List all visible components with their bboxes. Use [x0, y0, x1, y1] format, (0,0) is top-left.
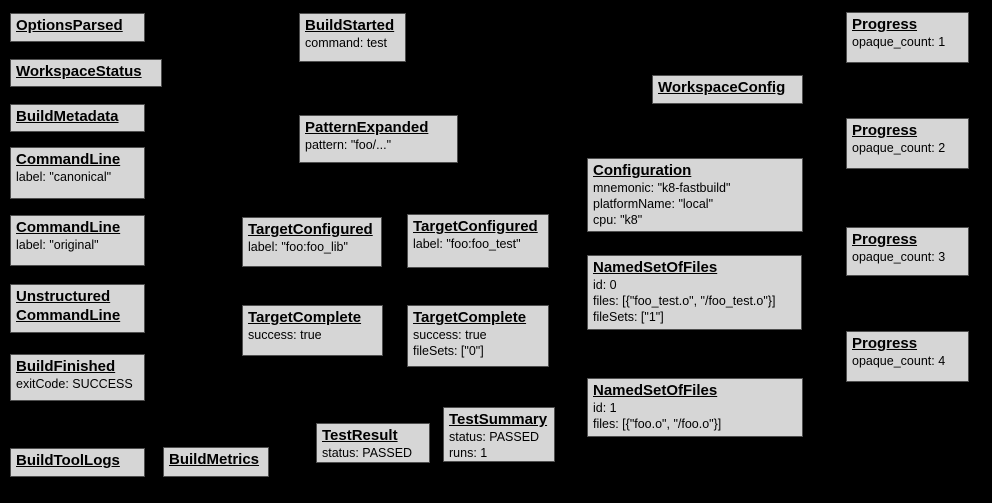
node-title: Progress — [852, 231, 918, 248]
node-attribute: label: "foo:foo_lib" — [248, 240, 348, 254]
node-test-result: TestResult status: PASSED — [316, 423, 430, 463]
node-title: Unstructured — [16, 288, 111, 305]
node-title: BuildMetadata — [16, 108, 119, 125]
node-title: OptionsParsed — [16, 17, 123, 34]
node-progress-4: Progress opaque_count: 4 — [846, 331, 969, 382]
node-title-line2: CommandLine — [16, 307, 121, 324]
node-title: BuildToolLogs — [16, 452, 120, 469]
node-attribute: status: PASSED — [322, 446, 413, 460]
node-title: Progress — [852, 16, 918, 33]
node-attribute: label: "original" — [16, 238, 99, 252]
node-build-metadata: BuildMetadata — [10, 104, 145, 132]
node-workspace-status: WorkspaceStatus — [10, 59, 162, 87]
node-title: WorkspaceConfig — [658, 79, 786, 96]
node-build-metrics: BuildMetrics — [163, 447, 269, 477]
node-title: TargetComplete — [248, 309, 362, 326]
node-target-complete-test: TargetComplete success: true fileSets: [… — [407, 305, 549, 367]
node-target-configured-foo-test: TargetConfigured label: "foo:foo_test" — [407, 214, 549, 268]
node-test-summary: TestSummary status: PASSED runs: 1 — [443, 407, 555, 462]
node-attribute: opaque_count: 3 — [852, 250, 946, 264]
node-title: Progress — [852, 335, 918, 352]
node-title: TargetConfigured — [248, 221, 373, 238]
node-title: NamedSetOfFiles — [593, 259, 718, 276]
node-attribute: pattern: "foo/..." — [305, 138, 392, 152]
node-title: PatternExpanded — [305, 119, 429, 136]
node-title: TargetConfigured — [413, 218, 538, 235]
node-configuration: Configuration mnemonic: "k8-fastbuild" p… — [587, 158, 803, 232]
node-attribute: cpu: "k8" — [593, 213, 643, 227]
node-attribute: status: PASSED — [449, 430, 540, 444]
node-attribute: id: 0 — [593, 278, 617, 292]
node-title: CommandLine — [16, 151, 121, 168]
node-title: TargetComplete — [413, 309, 527, 326]
node-progress-1: Progress opaque_count: 1 — [846, 12, 969, 63]
node-named-set-of-files-0: NamedSetOfFiles id: 0 files: [{"foo_test… — [587, 255, 802, 330]
node-title: WorkspaceStatus — [16, 63, 142, 80]
node-title: CommandLine — [16, 219, 121, 236]
node-progress-3: Progress opaque_count: 3 — [846, 227, 969, 276]
node-title: BuildStarted — [305, 17, 395, 34]
node-pattern-expanded: PatternExpanded pattern: "foo/..." — [299, 115, 458, 163]
node-attribute: success: true — [413, 328, 487, 342]
node-title: BuildFinished — [16, 358, 116, 375]
node-attribute: exitCode: SUCCESS — [16, 377, 133, 391]
node-attribute: fileSets: ["1"] — [593, 310, 664, 324]
node-named-set-of-files-1: NamedSetOfFiles id: 1 files: [{"foo.o", … — [587, 378, 803, 437]
node-attribute: label: "canonical" — [16, 170, 112, 184]
node-attribute: label: "foo:foo_test" — [413, 237, 521, 251]
node-unstructured-command-line: Unstructured CommandLine — [10, 284, 145, 333]
node-options-parsed: OptionsParsed — [10, 13, 145, 42]
node-attribute: id: 1 — [593, 401, 617, 415]
node-title: Progress — [852, 122, 918, 139]
node-build-finished: BuildFinished exitCode: SUCCESS — [10, 354, 145, 401]
node-target-complete-lib: TargetComplete success: true — [242, 305, 383, 356]
node-progress-2: Progress opaque_count: 2 — [846, 118, 969, 169]
node-attribute: files: [{"foo.o", "/foo.o"}] — [593, 417, 722, 431]
node-title: Configuration — [593, 162, 692, 179]
node-target-configured-foo-lib: TargetConfigured label: "foo:foo_lib" — [242, 217, 382, 267]
node-attribute: platformName: "local" — [593, 197, 714, 211]
node-title: TestSummary — [449, 411, 548, 428]
node-attribute: success: true — [248, 328, 322, 342]
node-attribute: files: [{"foo_test.o", "/foo_test.o"}] — [593, 294, 776, 308]
node-title: NamedSetOfFiles — [593, 382, 718, 399]
node-build-tool-logs: BuildToolLogs — [10, 448, 145, 477]
node-attribute: opaque_count: 1 — [852, 35, 946, 49]
node-workspace-config: WorkspaceConfig — [652, 75, 803, 104]
node-build-started: BuildStarted command: test — [299, 13, 406, 62]
node-title: BuildMetrics — [169, 451, 260, 468]
node-attribute: opaque_count: 4 — [852, 354, 946, 368]
node-attribute: fileSets: ["0"] — [413, 344, 484, 358]
node-attribute: command: test — [305, 36, 387, 50]
node-attribute: opaque_count: 2 — [852, 141, 946, 155]
node-attribute: runs: 1 — [449, 446, 488, 460]
node-attribute: mnemonic: "k8-fastbuild" — [593, 181, 731, 195]
node-title: TestResult — [322, 427, 398, 444]
node-command-line-original: CommandLine label: "original" — [10, 215, 145, 266]
node-command-line-canonical: CommandLine label: "canonical" — [10, 147, 145, 199]
